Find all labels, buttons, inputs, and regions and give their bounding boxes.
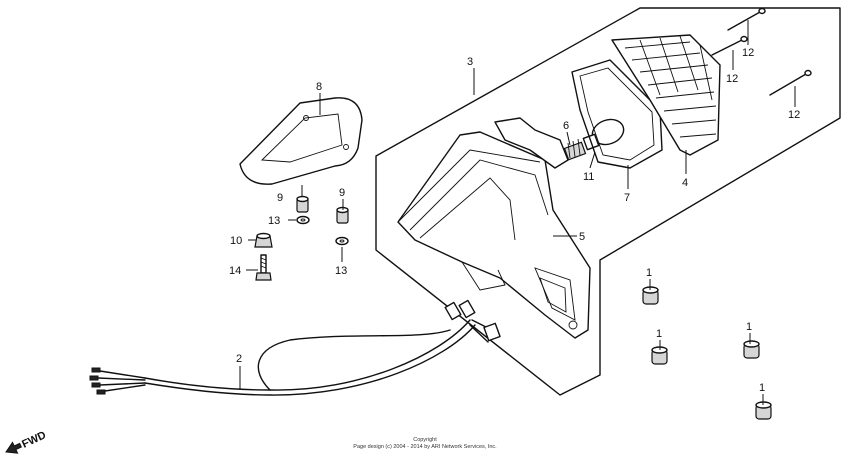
fwd-label: FWD [20, 429, 48, 450]
callout-3: 3 [467, 56, 473, 68]
callout-1-c: 1 [746, 321, 752, 333]
callout-12-mid: 12 [726, 73, 738, 85]
part-13-washer-right [335, 236, 349, 246]
callout-10: 10 [230, 235, 242, 247]
part-11-bulb [582, 118, 625, 151]
callout-7: 7 [624, 192, 630, 204]
part-13-washer-left [296, 215, 310, 225]
part-12-screw-top [727, 7, 766, 31]
callout-2: 2 [236, 353, 242, 365]
callout-14: 14 [229, 265, 241, 277]
part-4-lens [611, 34, 721, 156]
callout-13-left: 13 [268, 215, 280, 227]
part-6-socket [563, 138, 587, 161]
part-14-bolt [255, 254, 272, 281]
callout-12-top: 12 [742, 47, 754, 59]
fwd-direction-indicator: FWD [5, 429, 48, 454]
part-12-screw-mid [711, 35, 748, 56]
part-1-collar-c [743, 340, 760, 359]
part-12-screw-right [769, 69, 812, 96]
part-9-nut-left [296, 195, 309, 213]
callout-5: 5 [579, 231, 585, 243]
leader-lines [239, 20, 796, 405]
part-5-lamp-housing [397, 117, 591, 339]
assembly-outline [375, 7, 841, 396]
fwd-arrow-icon [5, 441, 23, 454]
callout-1-d: 1 [759, 382, 765, 394]
part-8-mounting-plate [239, 97, 363, 185]
callout-1-a: 1 [646, 267, 652, 279]
callout-8: 8 [316, 81, 322, 93]
callout-9-right: 9 [339, 187, 345, 199]
callout-12-right: 12 [788, 109, 800, 121]
callout-1-b: 1 [656, 328, 662, 340]
copyright-line: Page design (c) 2004 - 2014 by ARI Netwo… [353, 444, 497, 450]
callout-13-right: 13 [335, 265, 347, 277]
copyright-title: Copyright [413, 437, 437, 443]
part-10-nut [254, 232, 273, 248]
callout-4: 4 [682, 177, 688, 189]
callout-9-left: 9 [277, 192, 283, 204]
part-2-wire-harness [89, 299, 501, 396]
callout-11: 11 [583, 171, 594, 183]
callout-6: 6 [563, 120, 569, 132]
part-1-collar-d [755, 401, 772, 420]
part-7-gasket [571, 59, 663, 169]
